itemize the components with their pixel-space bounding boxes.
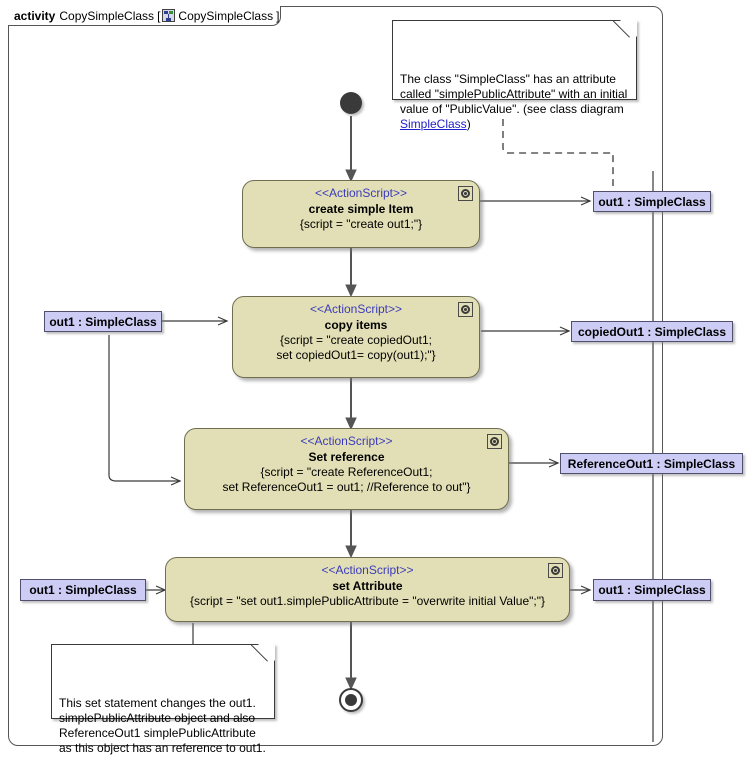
action-copy-items[interactable]: <<ActionScript>> copy items {script = "c… xyxy=(232,296,480,378)
action-name: Set reference xyxy=(308,450,385,464)
note-set-statement[interactable]: This set statement changes the out1. sim… xyxy=(51,644,275,755)
action-create-simple-item[interactable]: <<ActionScript>> create simple Item {scr… xyxy=(242,180,480,248)
action-script: {script = "create ReferenceOut1; set Ref… xyxy=(222,465,471,494)
activity-frame-header[interactable]: activity CopySimpleClass [ CopySimpleCla… xyxy=(8,6,282,26)
action-script: {script = "set out1.simplePublicAttribut… xyxy=(190,594,545,608)
initial-node[interactable] xyxy=(340,92,362,114)
note-text: This set statement changes the out1. sim… xyxy=(59,696,266,755)
action-script-badge-icon xyxy=(548,563,563,578)
objnode-out1-right-1[interactable]: out1 : SimpleClass xyxy=(593,191,711,212)
note-link-simpleclass[interactable]: SimpleClass xyxy=(400,117,467,131)
objnode-out1-left-2[interactable]: out1 : SimpleClass xyxy=(20,579,146,601)
action-stereotype: <<ActionScript>> xyxy=(314,186,408,200)
note-fold-line xyxy=(251,644,275,668)
action-script: {script = "create out1;"} xyxy=(299,217,423,231)
action-stereotype: <<ActionScript>> xyxy=(321,563,414,577)
activity-keyword: activity xyxy=(14,8,56,23)
action-name: create simple Item xyxy=(308,202,414,216)
action-set-attribute[interactable]: <<ActionScript>> set Attribute {script =… xyxy=(165,557,570,622)
objnode-copiedout1[interactable]: copiedOut1 : SimpleClass xyxy=(571,321,733,342)
activity-diagram-icon xyxy=(162,9,176,22)
objnode-out1-right-2[interactable]: out1 : SimpleClass xyxy=(593,579,711,601)
note-text-before: The class "SimpleClass" has an attribute… xyxy=(400,72,628,116)
note-text-after: ) xyxy=(466,117,471,131)
activity-tab-label: CopySimpleClass xyxy=(178,8,274,23)
action-script-badge-icon xyxy=(458,186,473,201)
action-script-badge-icon xyxy=(458,302,473,317)
action-script-badge-icon xyxy=(487,434,502,449)
action-name: set Attribute xyxy=(332,579,403,593)
action-set-reference[interactable]: <<ActionScript>> Set reference {script =… xyxy=(184,428,509,510)
bracket-close: ] xyxy=(276,8,280,23)
objnode-out1-left-1[interactable]: out1 : SimpleClass xyxy=(44,311,162,332)
note-fold-line xyxy=(613,20,637,44)
activity-name: CopySimpleClass xyxy=(59,8,155,23)
action-name: copy items xyxy=(324,318,388,332)
action-stereotype: <<ActionScript>> xyxy=(300,434,393,448)
bracket-open: [ xyxy=(157,8,161,23)
note-simpleclass[interactable]: The class "SimpleClass" has an attribute… xyxy=(392,20,637,131)
action-stereotype: <<ActionScript>> xyxy=(309,302,403,316)
activity-final-node[interactable] xyxy=(339,688,363,712)
action-script: {script = "create copiedOut1; set copied… xyxy=(276,333,436,362)
objnode-referenceout1[interactable]: ReferenceOut1 : SimpleClass xyxy=(560,453,743,474)
